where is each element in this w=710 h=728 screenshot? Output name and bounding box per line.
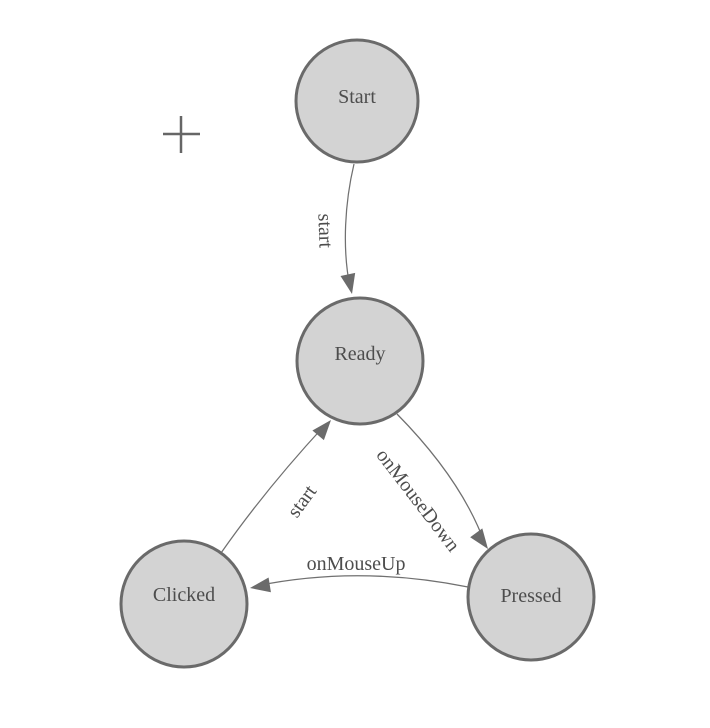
arrowhead-icon [312,420,331,441]
node-clicked-circle[interactable] [119,539,249,669]
edge-label-start: start [313,213,336,249]
node-clicked[interactable]: Clicked [119,539,249,669]
edge-clicked-to-ready[interactable]: start [220,415,337,554]
node-start-label: Start [338,86,376,108]
arrowhead-icon [340,272,356,294]
edge-start-to-ready[interactable]: start [313,163,359,296]
arrowhead-icon [470,528,488,549]
edge-pressed-to-clicked[interactable]: onMouseUp [249,553,469,595]
edge-path[interactable] [220,424,326,554]
node-ready-label: Ready [334,343,385,365]
edge-label-start: start [283,481,321,522]
edge-label-onmousedown: onMouseDown [371,445,464,556]
edge-path[interactable] [396,413,486,545]
node-pressed-circle[interactable] [466,532,596,662]
node-pressed[interactable]: Pressed [466,532,596,662]
edge-path[interactable] [344,163,355,288]
node-ready[interactable]: Ready [295,296,425,426]
node-pressed-label: Pressed [500,585,561,607]
crosshair-icon [163,116,200,153]
arrowhead-icon [250,577,271,593]
node-ready-circle[interactable] [295,296,425,426]
node-start-circle[interactable] [294,38,420,164]
node-clicked-label: Clicked [153,584,215,606]
edge-ready-to-pressed[interactable]: onMouseDown [371,413,494,556]
node-start[interactable]: Start [294,38,420,164]
edge-path[interactable] [255,575,469,588]
edge-label-onmouseup: onMouseUp [307,553,406,575]
